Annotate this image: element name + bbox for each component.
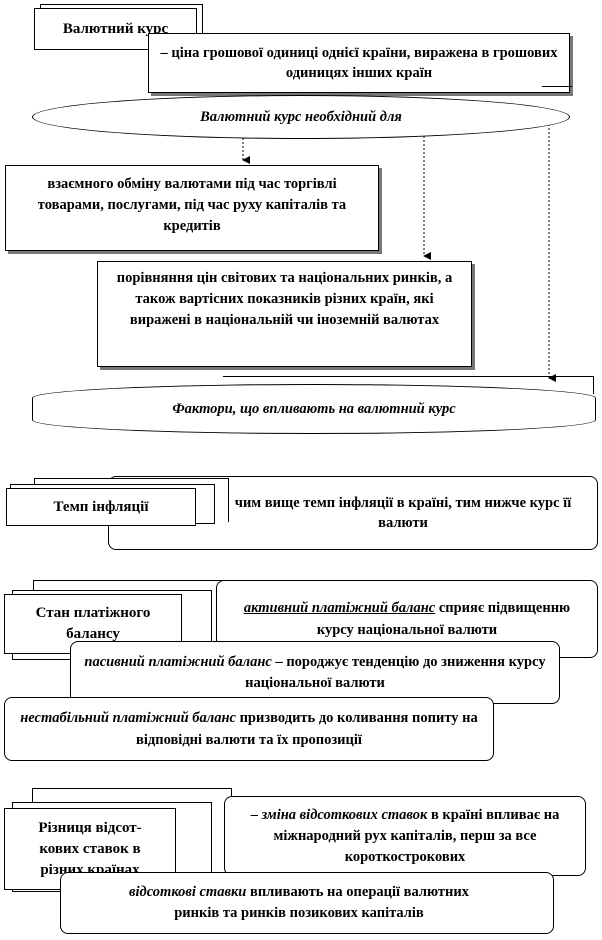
inflation-label-box: Темп інфляції xyxy=(6,488,196,526)
definition-fold xyxy=(537,86,573,94)
rates-effect-text: відсоткові ставки впливають на операції … xyxy=(61,873,553,933)
rates-change-prefix: – xyxy=(250,806,262,823)
exchange-box: взаємного обміну валютами під час торгів… xyxy=(5,165,379,251)
exchange-text: взаємного обміну валютами під час торгів… xyxy=(37,176,347,234)
balance-label: Стан платіжного балансу xyxy=(35,605,151,642)
rates-effect-rest: впливають на операції валютних ринків та… xyxy=(174,884,469,921)
inflation-text: чим вище темп інфляції в країні, тим ниж… xyxy=(234,495,572,531)
title-box: Валютний курс xyxy=(34,8,197,50)
compare-text: порівняння цін світових та національних … xyxy=(116,270,453,328)
compare-box: порівняння цін світових та національних … xyxy=(97,261,472,367)
rates-effect-term: відсоткові ставки xyxy=(129,884,247,900)
needed-for-text: Валютний курс необхідний для xyxy=(200,108,402,125)
factors-box: Фактори, що впливають на валютний курс xyxy=(32,384,596,434)
balance-passive-text: пасивний платіжний баланс – породжує тен… xyxy=(71,642,559,703)
balance-passive-term: пасивний платіжний баланс xyxy=(84,653,272,670)
rates-change-box: – зміна відсоткових ставок в країні впли… xyxy=(224,796,586,876)
rates-change-rest: в країні впливає на міжнародний рух капі… xyxy=(273,806,560,865)
rates-effect-box: відсоткові ставки впливають на операції … xyxy=(60,872,554,934)
rates-change-term: зміна відсоткових ставок xyxy=(261,806,428,823)
rates-change-text: – зміна відсоткових ставок в країні впли… xyxy=(225,797,585,875)
balance-unstable-rest: призводить до коливання попиту на відпов… xyxy=(136,710,478,748)
inflation-label: Темп інфляції xyxy=(53,498,149,515)
balance-active-rest: сприяє підвищенню курсу національної вал… xyxy=(316,600,571,638)
definition-text: – ціна грошової одиниці однієї країни, в… xyxy=(160,45,558,81)
rates-label-line2: кових ставок в xyxy=(39,840,141,857)
balance-active-text: активний платіжний баланс сприяє підвище… xyxy=(217,581,597,657)
rates-label-line1: Різниця відсот- xyxy=(38,819,142,836)
balance-unstable-term: нестабільний платіжний баланс xyxy=(20,710,236,726)
title-text: Валютний курс xyxy=(62,20,169,37)
needed-for-ellipse: Валютний курс необхідний для xyxy=(32,95,570,139)
balance-passive-box: пасивний платіжний баланс – породжує тен… xyxy=(70,641,560,704)
factors-title: Фактори, що впливають на валютний курс xyxy=(172,400,456,417)
factors-box-back xyxy=(223,376,594,394)
balance-unstable-text: нестабільний платіжний баланс призводить… xyxy=(5,698,493,760)
balance-active-term: активний платіжний баланс xyxy=(243,600,436,616)
definition-box: – ціна грошової одиниці однієї країни, в… xyxy=(148,33,570,93)
balance-passive-rest: – породжує тенденцію до зниження курсу н… xyxy=(245,653,546,691)
balance-unstable-box: нестабільний платіжний баланс призводить… xyxy=(4,697,494,761)
